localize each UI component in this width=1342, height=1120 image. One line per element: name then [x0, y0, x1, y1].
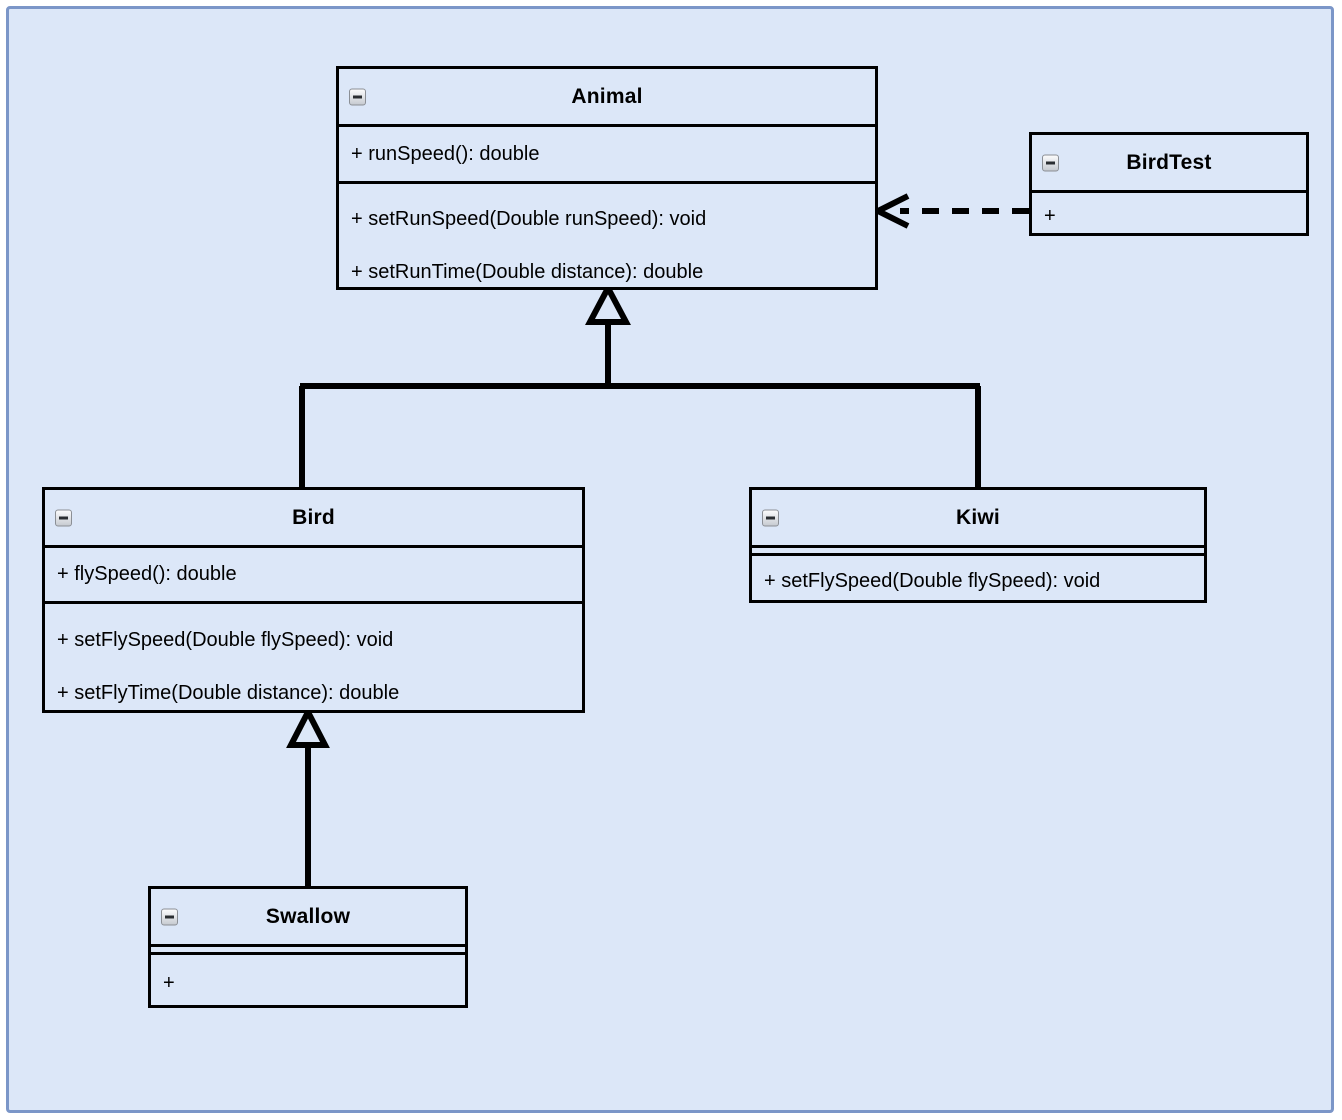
- minus-bar: [353, 95, 362, 98]
- class-header-kiwi: Kiwi: [752, 490, 1204, 545]
- class-header-birdtest: BirdTest: [1032, 135, 1306, 190]
- method-item: + setRunTime(Double distance): double: [351, 260, 704, 283]
- class-name-animal: Animal: [571, 84, 643, 108]
- uml-class-kiwi[interactable]: Kiwi + setFlySpeed(Double flySpeed): voi…: [749, 487, 1207, 603]
- class-header-bird: Bird: [45, 490, 582, 545]
- methods-compartment-bird: + setFlySpeed(Double flySpeed): void + s…: [45, 601, 582, 716]
- attributes-compartment-bird: + flySpeed(): double: [45, 545, 582, 601]
- class-name-swallow: Swallow: [265, 904, 351, 928]
- attributes-compartment-kiwi: [752, 545, 1204, 553]
- minus-bar: [1046, 161, 1055, 164]
- uml-class-swallow[interactable]: Swallow +: [148, 886, 468, 1008]
- attributes-compartment-swallow: [151, 944, 465, 952]
- methods-compartment-swallow: +: [151, 952, 465, 1011]
- method-item: + setFlySpeed(Double flySpeed): void: [57, 629, 394, 651]
- class-name-kiwi: Kiwi: [956, 505, 1000, 529]
- uml-class-birdtest[interactable]: BirdTest +: [1029, 132, 1309, 236]
- class-name-bird: Bird: [292, 505, 335, 529]
- methods-compartment-birdtest: +: [1032, 190, 1306, 239]
- method-item: + setFlyTime(Double distance): double: [57, 682, 400, 704]
- collapse-minus-icon[interactable]: [55, 509, 72, 526]
- minus-bar: [766, 516, 775, 519]
- minus-bar: [165, 915, 174, 918]
- uml-class-bird[interactable]: Bird + flySpeed(): double + setFlySpeed(…: [42, 487, 585, 713]
- method-item: +: [163, 971, 175, 994]
- collapse-minus-icon[interactable]: [349, 88, 366, 105]
- methods-compartment-kiwi: + setFlySpeed(Double flySpeed): void: [752, 553, 1204, 606]
- collapse-minus-icon[interactable]: [161, 908, 178, 925]
- attribute-item: + flySpeed(): double: [57, 563, 237, 585]
- methods-compartment-animal: + setRunSpeed(Double runSpeed): void + s…: [339, 181, 875, 293]
- attribute-item: + runSpeed(): double: [351, 142, 540, 165]
- class-header-swallow: Swallow: [151, 889, 465, 944]
- minus-bar: [59, 516, 68, 519]
- method-item: + setRunSpeed(Double runSpeed): void: [351, 207, 707, 230]
- attributes-compartment-animal: + runSpeed(): double: [339, 124, 875, 181]
- uml-class-animal[interactable]: Animal + runSpeed(): double + setRunSpee…: [336, 66, 878, 290]
- collapse-minus-icon[interactable]: [762, 509, 779, 526]
- class-name-birdtest: BirdTest: [1126, 150, 1212, 174]
- method-item: + setFlySpeed(Double flySpeed): void: [764, 569, 1101, 592]
- collapse-minus-icon[interactable]: [1042, 154, 1059, 171]
- method-item: +: [1044, 204, 1056, 227]
- class-header-animal: Animal: [339, 69, 875, 124]
